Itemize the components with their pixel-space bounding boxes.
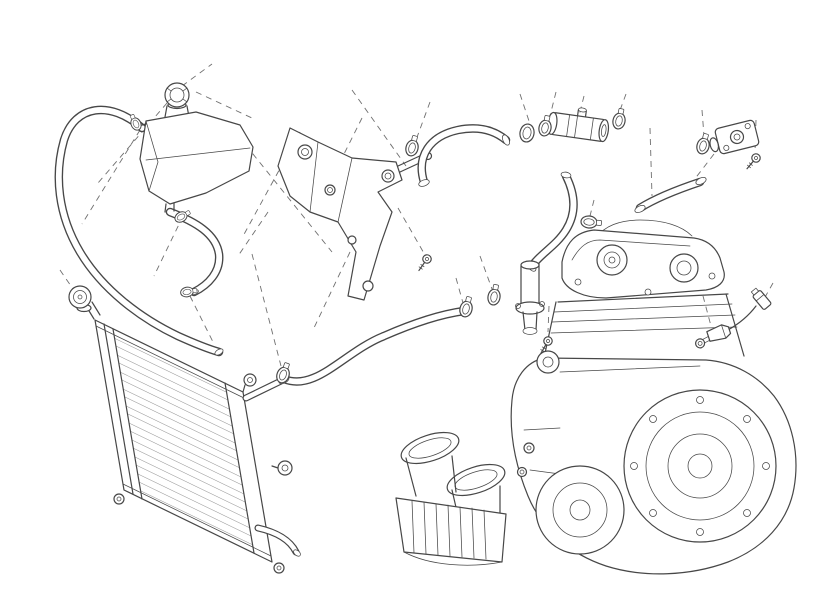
hose-clamp	[579, 214, 603, 230]
intake-funnel	[446, 463, 506, 497]
temperature-sensor	[695, 287, 772, 349]
hose-clamp	[694, 131, 713, 156]
engine-mount-bosses	[516, 442, 535, 478]
radiator-outlet-pipe	[258, 528, 301, 557]
cylinder-head	[550, 229, 738, 334]
hose-clamp	[610, 106, 629, 131]
overflow-hose	[59, 110, 224, 356]
bypass-hose	[634, 177, 707, 213]
expansion-tank-cap	[164, 82, 190, 110]
pump-inlet-elbow	[515, 260, 545, 335]
clutch-cover	[623, 389, 777, 543]
alternator-cover	[535, 465, 625, 555]
engine	[395, 219, 797, 575]
sensor-wire	[727, 305, 757, 331]
tank-outlet-hose	[170, 212, 219, 296]
expansion-tank	[137, 105, 254, 213]
union-bolt	[743, 151, 763, 173]
hose-clamp	[457, 294, 476, 319]
cylinder-block-sides	[543, 293, 745, 359]
thermostat-union	[546, 107, 610, 143]
intake-manifold	[395, 431, 507, 566]
hose-clamp	[403, 133, 422, 158]
intake-funnel	[400, 431, 460, 465]
radiator-right-tank	[224, 382, 255, 554]
seal-ring	[517, 122, 537, 144]
clutch-cover-bolts	[630, 396, 770, 536]
coolant-outlet-union	[709, 119, 760, 155]
water-pump-cover	[536, 350, 560, 374]
radiator-cap	[68, 285, 92, 309]
sensor-connector	[750, 287, 772, 310]
radiator-left-tank	[103, 323, 143, 500]
lower-radiator-hose	[246, 306, 471, 398]
bracket-bolt	[414, 252, 434, 274]
leader-lines	[59, 63, 774, 367]
radiator	[68, 285, 301, 574]
radiator-mount-tabs	[113, 373, 293, 574]
mounting-bracket	[277, 127, 433, 301]
hose-clamp	[486, 283, 503, 307]
upper-radiator-hose	[418, 128, 511, 187]
